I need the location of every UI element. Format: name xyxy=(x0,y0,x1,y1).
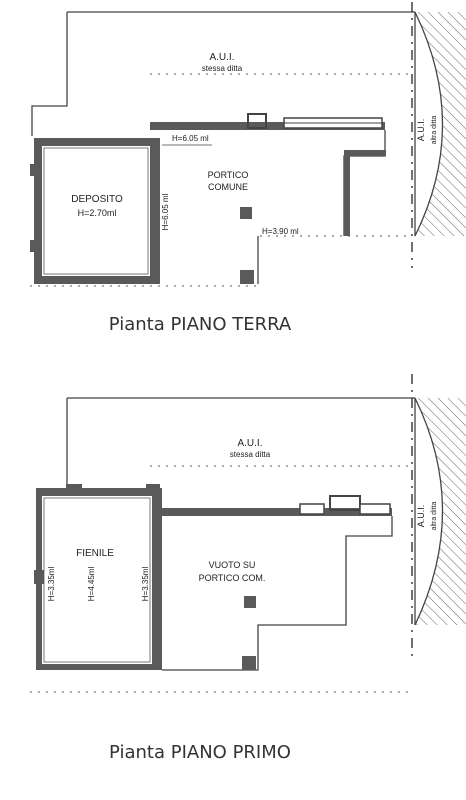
first-aui-label: A.U.I. xyxy=(237,438,262,449)
fienile-pillar-2 xyxy=(66,484,82,492)
portico-pillar-center xyxy=(240,207,252,219)
first-aui-side-label: A.U.I. xyxy=(416,505,426,528)
fienile-pillar-1 xyxy=(34,570,44,584)
dim-top-label: H=6.05 ml xyxy=(172,134,209,143)
first-aui-sub: stessa ditta xyxy=(230,450,271,459)
vuoto-window-2 xyxy=(329,495,361,511)
vuoto-window-1 xyxy=(299,503,325,515)
deposito-pillar-2 xyxy=(30,240,40,252)
fienile-wall-top xyxy=(36,488,162,496)
deposito-pillar-1 xyxy=(30,164,40,176)
dim-vertical-label: H=6.05 ml xyxy=(161,193,170,230)
vuoto-window-3 xyxy=(359,503,391,515)
vuoto-label-line1: VUOTO SU xyxy=(209,560,256,570)
portico-label-line2: COMUNE xyxy=(208,182,248,192)
vuoto-pillar-south xyxy=(242,656,256,670)
deposito-inner-line xyxy=(43,147,149,275)
ground-property-outline xyxy=(31,11,416,236)
vuoto-wall-north xyxy=(160,508,392,516)
ground-neighbour-boundary xyxy=(414,11,444,237)
first-neighbour-boundary xyxy=(414,397,444,626)
portico-pillar-south xyxy=(240,270,254,284)
portico-east-wall-top xyxy=(344,150,386,156)
first-floor-title: Pianta PIANO PRIMO xyxy=(109,742,291,763)
vuoto-label-line2: PORTICO COM. xyxy=(199,573,266,583)
first-floor-plan: A.U.I. stessa ditta A.U.I. altra ditta F… xyxy=(30,374,466,763)
fienile-wall-bottom xyxy=(36,664,162,670)
vuoto-pillar-center xyxy=(244,596,256,608)
deposito-height-label: H=2.70ml xyxy=(78,208,117,218)
deposito-label: DEPOSITO xyxy=(71,194,123,205)
ground-aui-side-label: A.U.I. xyxy=(416,119,426,142)
portico-window-1 xyxy=(247,113,267,129)
portico-east-wall xyxy=(343,130,386,236)
portico-east-wall-side xyxy=(344,150,350,236)
fienile-wall-right xyxy=(152,488,162,670)
vuoto-outline xyxy=(162,516,393,671)
ground-aui-side-sub: altra ditta xyxy=(431,115,438,144)
fienile-height-left: H=3.35ml xyxy=(47,567,56,602)
deposito-wall-bottom xyxy=(34,276,160,284)
ground-hatched-neighbour xyxy=(415,12,466,236)
first-hatched-neighbour xyxy=(415,398,466,625)
portico-label-line1: PORTICO xyxy=(208,170,249,180)
fienile-label: FIENILE xyxy=(76,548,114,559)
first-aui-side-sub: altra ditta xyxy=(431,501,438,530)
fienile-inner-line xyxy=(43,497,151,663)
first-property-outline xyxy=(66,397,416,625)
deposito-wall-top xyxy=(34,138,160,146)
fienile-height-center: H=4.45ml xyxy=(87,567,96,602)
ground-floor-plan: A.U.I. stessa ditta A.U.I. altra ditta D… xyxy=(30,2,466,335)
portico-wall-north xyxy=(150,122,385,130)
fienile-height-right: H=3.35ml xyxy=(141,567,150,602)
ground-floor-title: Pianta PIANO TERRA xyxy=(109,314,292,335)
fienile-pillar-3 xyxy=(146,484,160,494)
dim-bottom-label: H=3.90 ml xyxy=(262,227,299,236)
deposito-wall-left xyxy=(34,138,42,284)
ground-aui-label: A.U.I. xyxy=(209,52,234,63)
deposito-wall-right xyxy=(150,138,160,284)
ground-aui-sub: stessa ditta xyxy=(202,64,243,73)
